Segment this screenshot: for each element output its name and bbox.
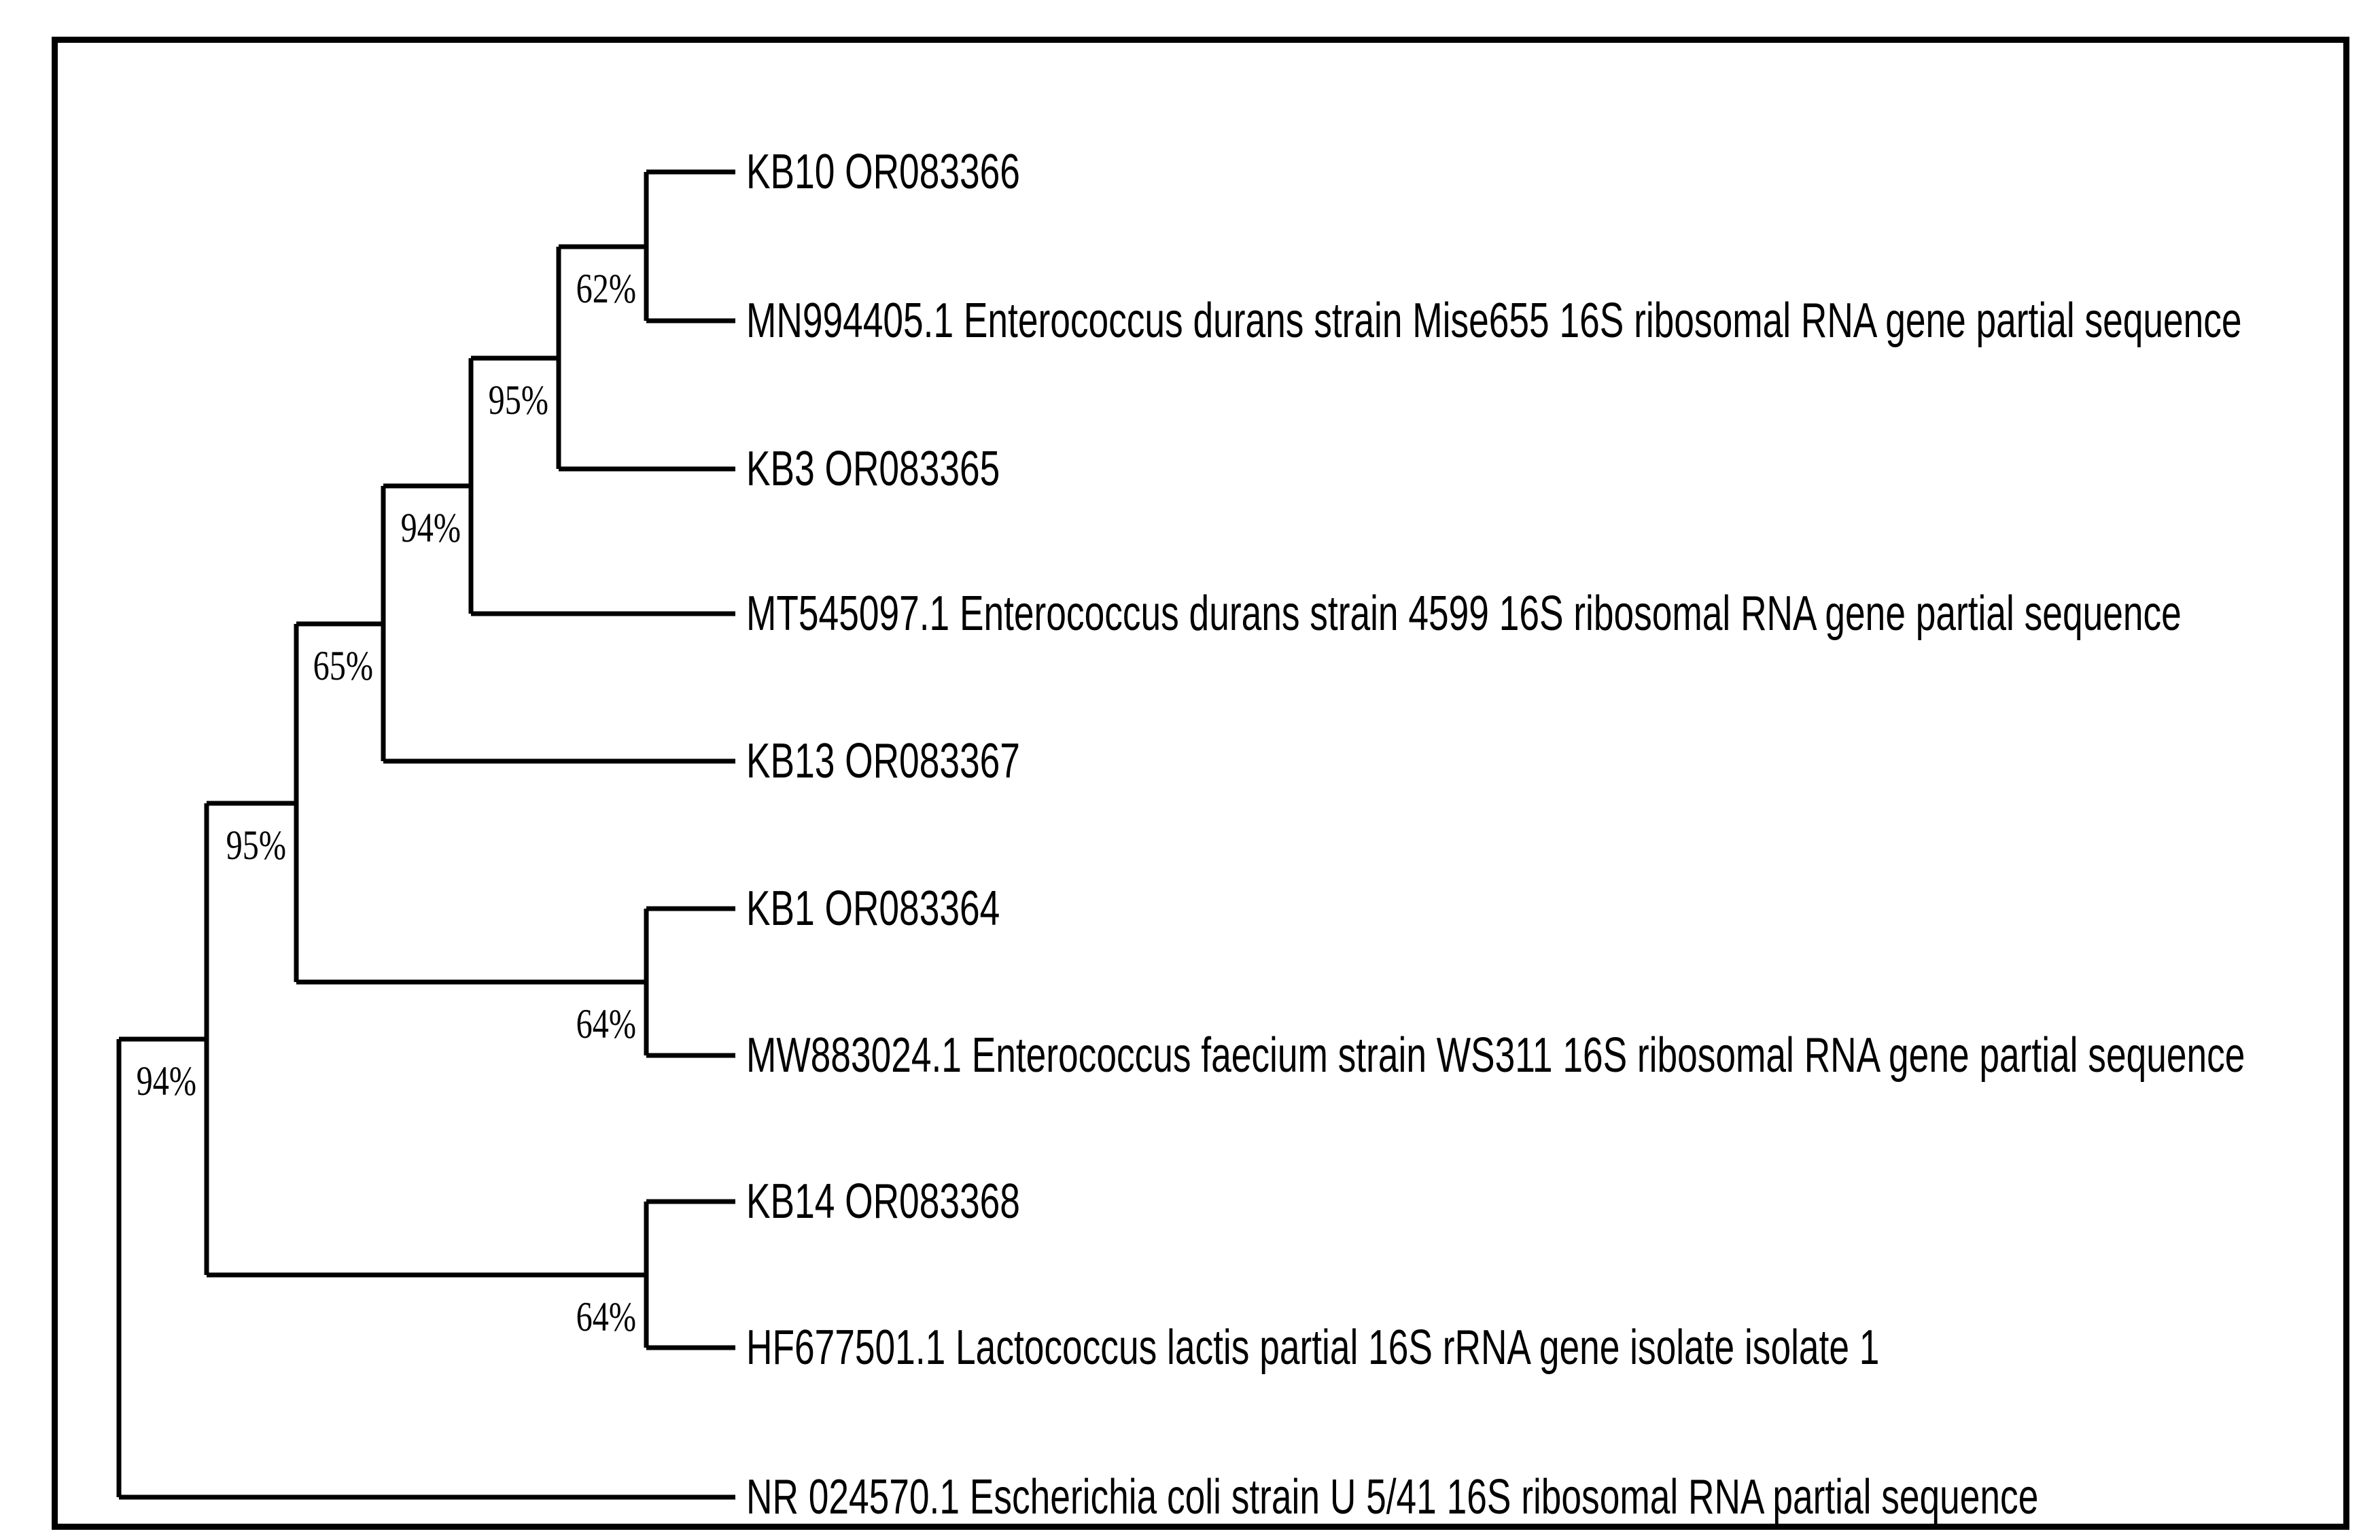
bootstrap-label: 95% bbox=[488, 378, 548, 423]
figure-border bbox=[52, 37, 2349, 1530]
taxon-label: KB3 OR083365 bbox=[746, 442, 1000, 496]
taxon-label: KB10 OR083366 bbox=[746, 145, 1020, 199]
bootstrap-label: 64% bbox=[576, 1295, 636, 1340]
taxon-label: MN994405.1 Enterococcus durans strain Mi… bbox=[746, 294, 2242, 348]
bootstrap-label: 65% bbox=[313, 644, 373, 689]
bootstrap-label: 62% bbox=[576, 266, 636, 312]
taxon-label: NR 024570.1 Escherichia coli strain U 5/… bbox=[746, 1470, 2039, 1524]
bootstrap-label: 94% bbox=[400, 506, 461, 551]
bootstrap-label: 94% bbox=[136, 1059, 196, 1104]
taxon-label: HF677501.1 Lactococcus lactis partial 16… bbox=[746, 1320, 1880, 1375]
taxon-label: KB14 OR083368 bbox=[746, 1174, 1020, 1229]
bootstrap-label: 95% bbox=[226, 823, 286, 869]
bootstrap-label: 64% bbox=[576, 1002, 636, 1047]
taxon-label: KB1 OR083364 bbox=[746, 881, 1000, 936]
taxon-label: KB13 OR083367 bbox=[746, 734, 1020, 788]
taxon-label: MT545097.1 Enterococcus durans strain 45… bbox=[746, 587, 2182, 641]
taxon-label: MW883024.1 Enterococcus faecium strain W… bbox=[746, 1028, 2245, 1083]
